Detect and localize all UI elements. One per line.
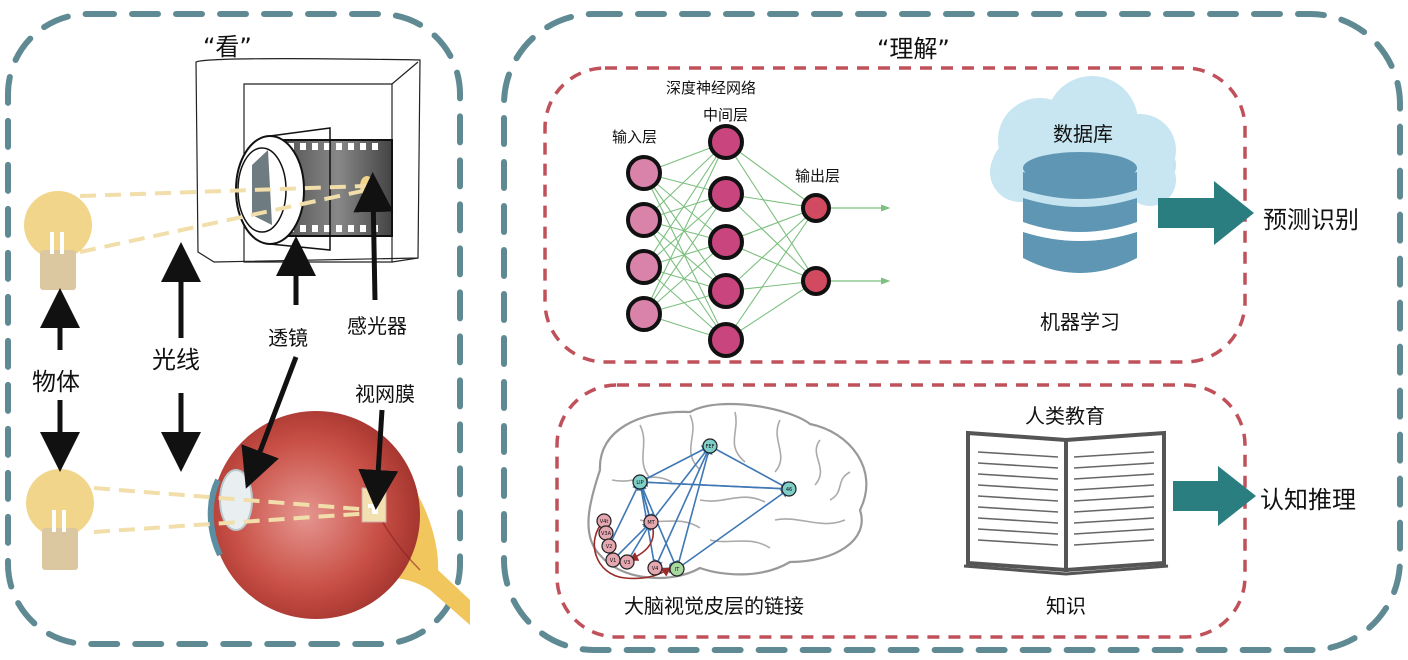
network-connection	[643, 172, 727, 292]
network-connection	[643, 241, 727, 315]
brain-illustration	[587, 402, 868, 580]
hidden-node	[708, 322, 744, 358]
brain-link	[639, 445, 712, 483]
brain-node-label: 46	[786, 487, 792, 493]
brain-link	[639, 481, 679, 571]
book-icon	[963, 430, 1169, 576]
camera-illustration	[195, 58, 421, 263]
network-title: 深度神经网络	[666, 79, 757, 97]
network-connections	[643, 141, 891, 341]
sensor-label: 感光器	[347, 314, 407, 338]
input-layer-label: 输入层	[612, 128, 658, 146]
brain-node-label: IT	[675, 567, 680, 573]
network-connection	[643, 219, 727, 341]
network-connection	[643, 219, 727, 292]
brain-node-label: MT	[647, 520, 655, 526]
brain-node-it	[669, 561, 685, 577]
lens-label: 透镜	[268, 326, 308, 350]
bottom-bulb	[26, 469, 94, 570]
left-panel-arrows	[40, 172, 399, 510]
brain-link	[638, 477, 790, 490]
brain-caption: 大脑视觉皮层的链接	[624, 594, 804, 618]
brain-link	[676, 444, 713, 570]
input-node	[626, 155, 662, 191]
see-title: “看”	[203, 33, 252, 61]
network-connection	[643, 172, 727, 341]
reason-arrow-icon	[1173, 466, 1256, 526]
network-connection	[725, 207, 817, 292]
retina-label: 视网膜	[355, 382, 415, 406]
network-connection	[643, 266, 727, 341]
predict-arrow-icon	[1158, 181, 1254, 245]
brain-node-label: V4t	[600, 519, 609, 525]
reasoning-label: 认知推理	[1260, 486, 1356, 514]
brain-node-v2	[601, 538, 617, 554]
input-node	[626, 249, 662, 285]
network-connection	[725, 207, 817, 341]
eye-illustration	[207, 411, 470, 625]
see-panel-border	[5, 11, 463, 647]
brain-node-fef	[702, 438, 718, 454]
human-education-panel-border	[555, 383, 1247, 639]
network-connection	[643, 141, 727, 268]
network-connection	[643, 193, 727, 315]
brain-link	[709, 445, 791, 490]
brain-node-46	[781, 481, 797, 497]
understand-panel-border	[501, 11, 1403, 653]
brain-links	[593, 444, 791, 580]
prediction-label: 预测识别	[1263, 206, 1359, 234]
eye-light-rays	[93, 486, 373, 534]
brain-node-label: V2	[606, 544, 613, 550]
human-education-label: 人类教育	[1025, 404, 1105, 428]
network-connection	[725, 193, 817, 282]
hidden-node	[708, 224, 744, 260]
light-label: 光线	[152, 346, 200, 374]
brain-node-label: V1	[610, 558, 617, 564]
network-nodes	[626, 124, 831, 358]
hidden-node	[708, 124, 744, 160]
object-label: 物体	[32, 368, 80, 396]
brain-node-label: FEF	[706, 444, 715, 450]
brain-link	[608, 480, 641, 547]
hidden-node	[708, 273, 744, 309]
brain-link	[676, 488, 791, 570]
camera-light-rays	[79, 184, 368, 254]
input-node	[626, 296, 662, 332]
brain-node-v3	[619, 554, 635, 570]
output-node	[801, 266, 831, 296]
top-bulb	[24, 191, 92, 290]
network-connection	[725, 141, 817, 282]
database-label: 数据库	[1053, 122, 1113, 146]
brain-node-label: V4	[652, 566, 659, 572]
network-connection	[643, 193, 727, 268]
brain-node-label: V3	[624, 560, 631, 566]
output-node	[801, 193, 831, 223]
input-node	[626, 202, 662, 238]
knowledge-label: 知识	[1046, 594, 1086, 618]
understand-title: “理解”	[877, 35, 950, 63]
network-connection	[643, 141, 727, 315]
network-connection	[725, 141, 817, 209]
hidden-node	[708, 176, 744, 212]
brain-node-v4	[647, 560, 663, 576]
output-layer-label: 输出层	[795, 167, 841, 185]
brain-link	[653, 445, 711, 570]
database-icon	[1023, 152, 1137, 273]
network-connection	[643, 141, 727, 221]
brain-link	[612, 520, 653, 561]
brain-node-lip	[632, 474, 648, 490]
brain-node-mt	[643, 514, 659, 530]
hidden-layer-label: 中间层	[703, 106, 749, 124]
brain-node-label: LIP	[636, 480, 643, 486]
machine-learning-label: 机器学习	[1040, 310, 1120, 334]
brain-node-label: V3A	[601, 531, 612, 537]
